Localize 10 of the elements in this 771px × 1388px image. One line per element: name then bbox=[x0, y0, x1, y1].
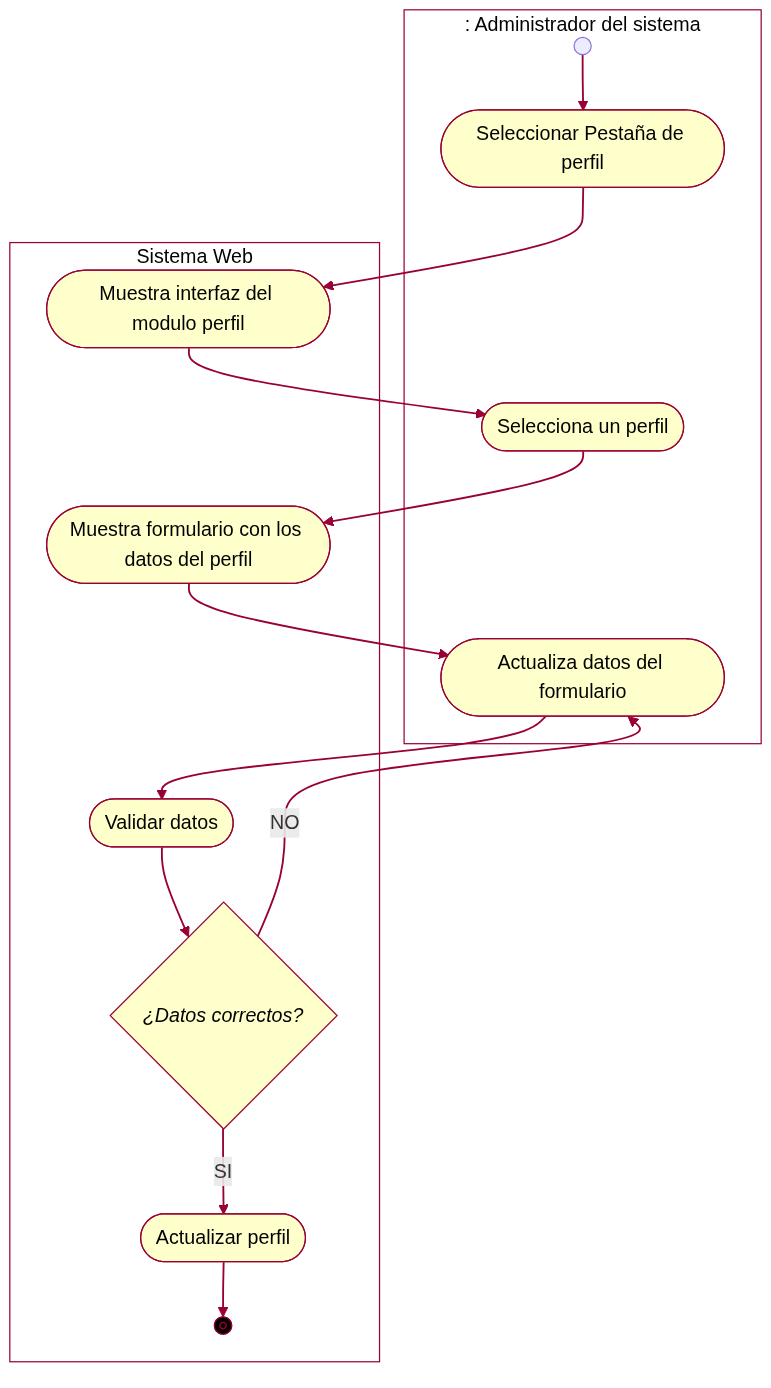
arrow bbox=[217, 1261, 229, 1318]
edge-label: NO bbox=[270, 811, 300, 833]
node-diamond: ¿Datos correctos? bbox=[109, 901, 338, 1130]
arrow bbox=[187, 347, 487, 419]
arrow bbox=[322, 450, 585, 527]
node-circle bbox=[573, 36, 592, 56]
edge-label: SI bbox=[213, 1160, 233, 1182]
arrow bbox=[160, 846, 190, 938]
arrow bbox=[322, 187, 585, 291]
arrow bbox=[187, 583, 450, 660]
